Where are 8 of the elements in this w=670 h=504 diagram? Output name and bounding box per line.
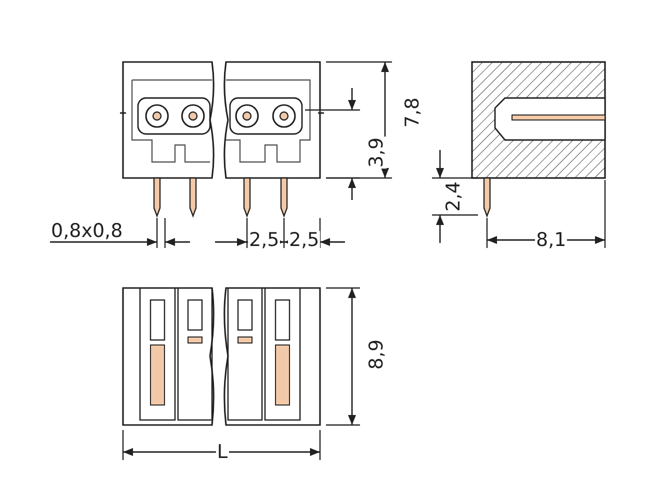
dimension-value: 8,1 (535, 231, 568, 250)
dimension-value: 3,9 (368, 136, 387, 169)
dimension-value: 8,9 (368, 338, 387, 371)
dimension-value: 2,5 (248, 231, 280, 250)
dimension-value: 2,4 (444, 180, 464, 213)
dimension-value: 7,8 (404, 96, 423, 129)
dimension-value: 0,8x0,8 (50, 222, 124, 241)
dimension-value: 2,5 (288, 231, 320, 250)
